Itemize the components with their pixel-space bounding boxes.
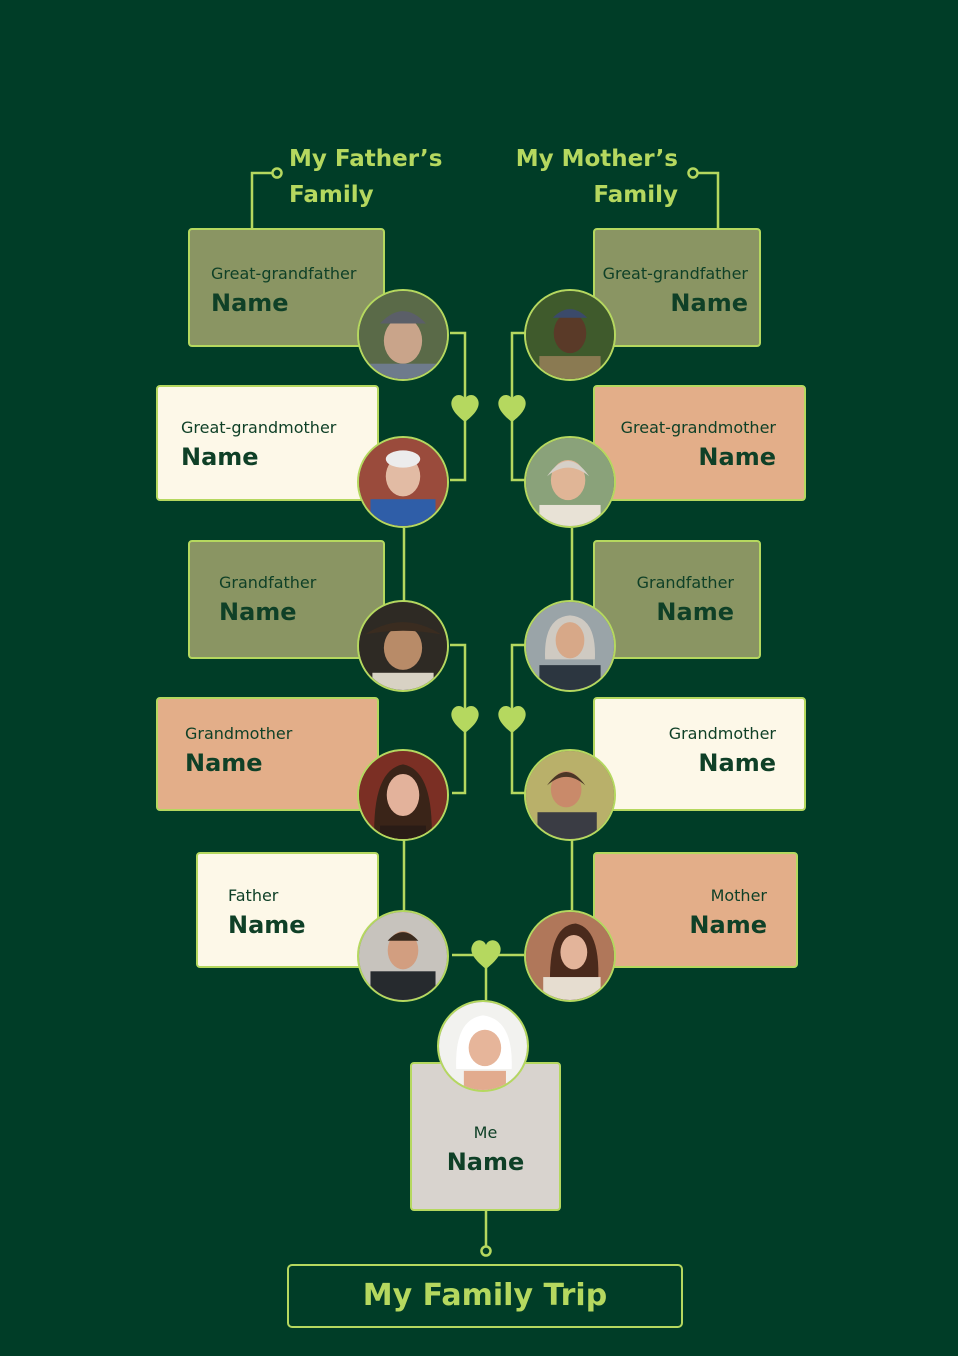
maternal-great-grandmother-photo (524, 436, 616, 528)
maternal-grandmother-photo (524, 749, 616, 841)
maternal-great-grandfather-card: Great-grandfather Name (593, 228, 761, 347)
name-label: Name (446, 1148, 525, 1176)
great-grandfather-photo (357, 289, 449, 381)
name-label: Name (698, 749, 776, 777)
grandmother-photo (357, 749, 449, 841)
maternal-great-grandmother-card: Great-grandmother Name (593, 385, 806, 501)
grandfather-card: Grandfather Name (188, 540, 385, 659)
great-grandmother-photo (357, 436, 449, 528)
role-label: Great-grandfather (211, 264, 357, 283)
role-label: Mother (710, 886, 767, 905)
maternal-great-grandfather-photo (524, 289, 616, 381)
role-label: Grandmother (668, 724, 776, 743)
name-label: Name (219, 598, 297, 626)
role-label: Grandmother (185, 724, 293, 743)
fathers-family-heading: My Father’s Family (289, 146, 443, 208)
name-label: Name (656, 598, 734, 626)
maternal-grandfather-photo (524, 600, 616, 692)
name-label: Name (698, 443, 776, 471)
name-label: Name (181, 443, 259, 471)
name-label: Name (228, 911, 306, 939)
father-card: Father Name (196, 852, 379, 968)
name-label: Name (185, 749, 263, 777)
heart-icons (451, 395, 526, 969)
great-grandfather-card: Great-grandfather Name (188, 228, 385, 347)
mother-card: Mother Name (593, 852, 798, 968)
name-label: Name (689, 911, 767, 939)
maternal-grandmother-card: Grandmother Name (593, 697, 806, 811)
great-grandmother-card: Great-grandmother Name (156, 385, 379, 501)
name-label: Name (211, 289, 289, 317)
maternal-grandfather-card: Grandfather Name (593, 540, 761, 659)
family-trip-title-box: My Family Trip (287, 1264, 683, 1328)
family-trip-title: My Family Trip (362, 1278, 608, 1313)
name-label: Name (670, 289, 748, 317)
role-label: Great-grandfather (602, 264, 748, 283)
role-label: Father (228, 886, 279, 905)
role-label: Me (473, 1123, 498, 1142)
grandfather-photo (357, 600, 449, 692)
grandmother-card: Grandmother Name (156, 697, 379, 811)
role-label: Great-grandmother (181, 418, 337, 437)
mothers-family-heading: My Mother’s Family (515, 146, 678, 208)
role-label: Great-grandmother (620, 418, 776, 437)
mother-photo (524, 910, 616, 1002)
father-photo (357, 910, 449, 1002)
role-label: Grandfather (636, 573, 734, 592)
role-label: Grandfather (219, 573, 317, 592)
me-photo (437, 1000, 529, 1092)
